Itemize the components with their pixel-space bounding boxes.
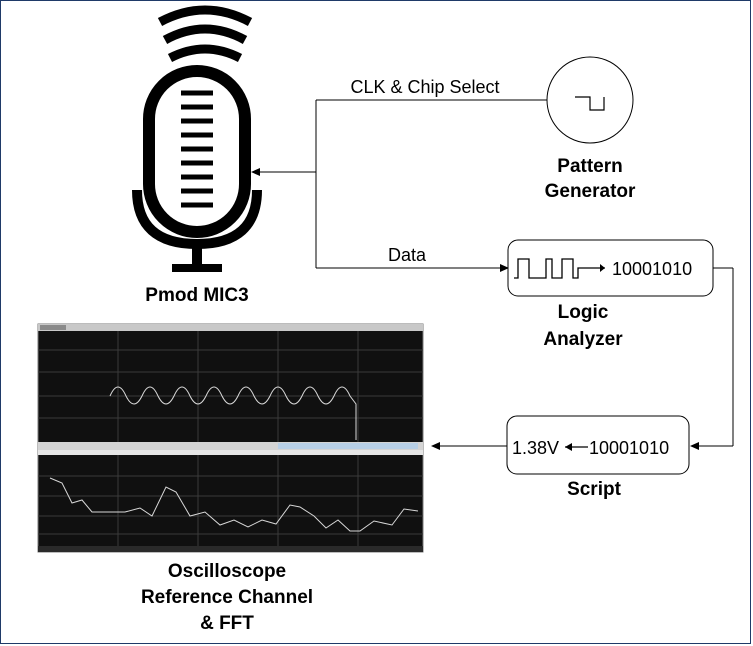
- clk-label: CLK & Chip Select: [350, 77, 499, 97]
- clk-connector: [251, 99, 548, 176]
- mic-label: Pmod MIC3: [145, 285, 248, 306]
- pattern-generator-node: [546, 56, 634, 144]
- pattern-generator-label-2: Generator: [545, 181, 636, 202]
- square-wave-icon: [575, 96, 605, 111]
- script-node: [506, 415, 690, 475]
- logic-analyzer-label-1: Logic: [558, 302, 609, 323]
- oscilloscope-label-1: Oscilloscope: [168, 561, 286, 582]
- oscilloscope-screenshot: [37, 323, 424, 553]
- oscilloscope-label-3: & FFT: [200, 613, 254, 634]
- sound-waves-icon: [157, 5, 253, 63]
- data-label: Data: [388, 245, 427, 265]
- microphone-icon: [132, 65, 262, 272]
- script-bits: 10001010: [589, 438, 669, 458]
- script-voltage: 1.38V: [512, 438, 559, 458]
- digital-pulse-icon: [514, 258, 605, 279]
- script-label: Script: [567, 479, 622, 500]
- data-connector: [315, 172, 509, 272]
- logic-analyzer-label-2: Analyzer: [543, 329, 623, 350]
- analyzer-to-script-connector: [690, 267, 734, 450]
- logic-analyzer-bits: 10001010: [612, 259, 692, 279]
- oscilloscope-label-2: Reference Channel: [141, 587, 313, 608]
- pattern-generator-label-1: Pattern: [557, 156, 622, 177]
